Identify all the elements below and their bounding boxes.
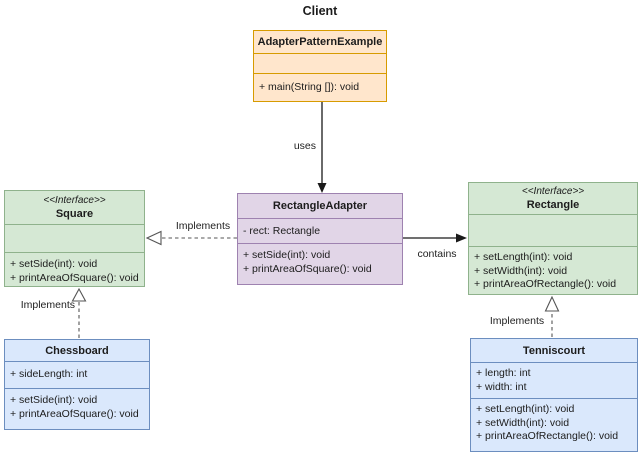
interface-header-square: <<Interface>> Square [5,191,144,224]
stereotype-label: <<Interface>> [43,195,106,206]
attribute-length: + length: int [476,367,531,379]
class-box-rectangle: <<Interface>> Rectangle + setLength(int)… [468,182,638,295]
method-printareaofsquare: + printAreaOfSquare(): void [10,407,139,420]
method-setwidth: + setWidth(int): void [474,264,568,277]
class-name-chessboard: Chessboard [45,344,109,357]
attribute-sidelength: + sideLength: int [10,368,88,380]
methods-section: + setLength(int): void + setWidth(int): … [471,398,637,453]
contains-arrow [403,233,467,243]
stereotype-label: <<Interface>> [521,186,585,197]
class-name-rectangle: Rectangle [526,199,580,211]
client-package-label: Client [302,4,338,18]
implements-edge-label-chessboard: Implements [20,299,75,311]
attribute-rect: - rect: Rectangle [243,225,321,237]
attributes-section: - rect: Rectangle [238,218,402,243]
method-setside: + setSide(int): void [243,249,331,261]
class-box-tenniscourt: Tenniscourt + length: int + width: int +… [470,338,638,452]
attribute-width: + width: int [476,380,527,393]
attributes-section: + length: int + width: int [471,362,637,398]
implements-arrow-chessboard-to-square [71,287,87,338]
implements-edge-label-adapter: Implements [175,220,231,232]
methods-section: + setSide(int): void + printAreaOfSquare… [5,252,144,288]
methods-section: + main(String []): void [254,73,386,103]
methods-section: + setSide(int): void + printAreaOfSquare… [5,388,149,431]
uses-edge-label: uses [293,140,316,152]
class-box-square: <<Interface>> Square + setSide(int): voi… [4,190,145,287]
class-box-rectangleadapter: RectangleAdapter - rect: Rectangle + set… [237,193,403,285]
uses-arrow [317,102,327,193]
attributes-section-empty [5,224,144,252]
implements-arrow-adapter-to-square [145,230,237,246]
method-setlength: + setLength(int): void [474,251,573,263]
methods-section: + setSide(int): void + printAreaOfSquare… [238,243,402,286]
methods-section: + setLength(int): void + setWidth(int): … [469,246,637,296]
attributes-section-empty [254,53,386,73]
method-setside: + setSide(int): void [10,258,98,270]
implements-edge-label-tenniscourt: Implements [489,315,545,327]
contains-edge-label: contains [417,248,457,260]
class-box-chessboard: Chessboard + sideLength: int + setSide(i… [4,339,150,430]
method-setwidth: + setWidth(int): void [476,416,570,429]
method-setlength: + setLength(int): void [476,403,575,415]
interface-header-rectangle: <<Interface>> Rectangle [469,183,637,214]
class-name-rectangleadapter: RectangleAdapter [272,200,368,212]
class-box-adapterpatternexample: AdapterPatternExample + main(String []):… [253,30,387,102]
class-name-adapterpatternexample: AdapterPatternExample [257,36,383,48]
method-printareaofrectangle: + printAreaOfRectangle(): void [476,430,619,442]
method-printareaofrectangle: + printAreaOfRectangle(): void [474,278,617,290]
method-main: + main(String []): void [259,81,360,93]
attributes-section-empty [469,214,637,246]
class-name-tenniscourt: Tenniscourt [522,344,586,357]
method-setside: + setSide(int): void [10,394,98,406]
method-printareaofsquare: + printAreaOfSquare(): void [243,262,372,275]
method-printareaofsquare: + printAreaOfSquare(): void [10,271,139,284]
attributes-section: + sideLength: int [5,361,149,388]
class-name-square: Square [55,208,94,220]
